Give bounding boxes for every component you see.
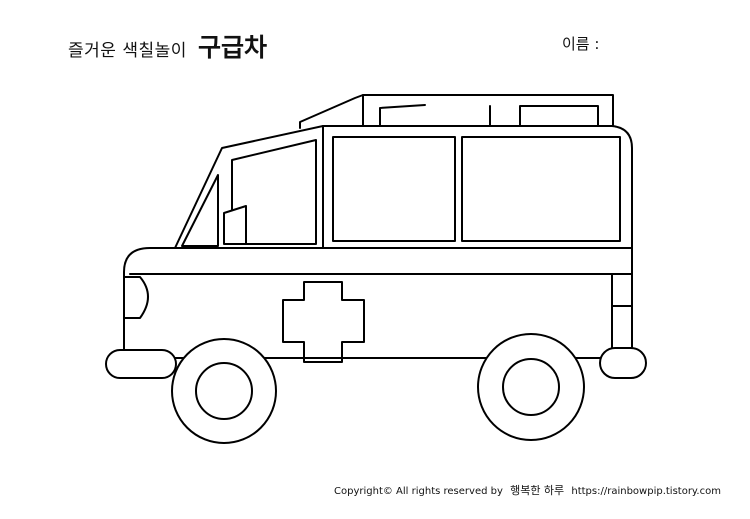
blog-url: https://rainbowpip.tistory.com (571, 486, 721, 497)
author-name: 행복한 하루 (510, 484, 565, 497)
name-label: 이름 : (562, 35, 600, 53)
front-wheel-hub (195, 362, 253, 420)
rear-bumper (599, 347, 647, 379)
cabin-outline (174, 125, 633, 249)
lower-body (123, 247, 633, 359)
side-mirror (223, 205, 247, 245)
rear-light (611, 273, 633, 307)
page-title: 즐거운 색칠놀이 구급차 (68, 28, 267, 64)
rear-window-2 (461, 136, 621, 242)
windshield (181, 174, 219, 247)
footer: Copyright© All rights reserved by 행복한 하루… (334, 482, 721, 498)
rear-wheel-hub (502, 358, 560, 416)
cross-emblem (282, 281, 365, 363)
headlight (123, 276, 149, 319)
roof-rack (299, 94, 614, 129)
front-bumper (105, 349, 177, 379)
rear-window-1 (332, 136, 456, 242)
title-prefix: 즐거운 색칠놀이 (68, 41, 187, 61)
title-main: 구급차 (197, 33, 267, 62)
copyright-text: Copyright© All rights reserved by (334, 486, 503, 497)
roof-rack-inner (379, 104, 599, 126)
